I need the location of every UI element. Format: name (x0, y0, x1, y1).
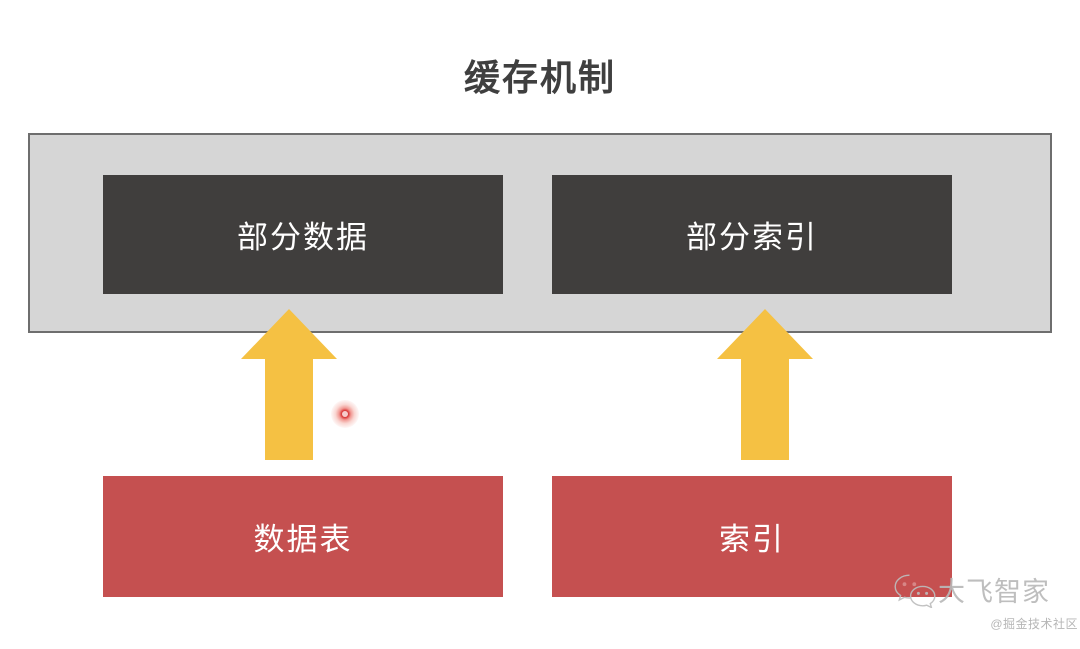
cache-box-partial-index[interactable]: 部分索引 (552, 175, 952, 294)
watermark-account-name: 大飞智家 (938, 577, 1050, 607)
watermark-row: 大飞智家 (893, 570, 1050, 609)
wechat-icon (893, 572, 937, 608)
cache-box-partial-index-label: 部分索引 (686, 220, 818, 255)
arrow-index-to-cache-icon (717, 309, 813, 460)
storage-box-index[interactable]: 索引 (552, 476, 952, 597)
arrow-data-to-cache-icon (241, 309, 337, 460)
storage-box-data-table-label: 数据表 (253, 522, 353, 557)
storage-box-index-label: 索引 (719, 522, 785, 557)
storage-box-data-table[interactable]: 数据表 (103, 476, 503, 597)
cache-box-partial-data-label: 部分数据 (237, 220, 369, 255)
watermark-source: @掘金技术社区 (990, 617, 1078, 631)
cache-box-partial-data[interactable]: 部分数据 (103, 175, 503, 294)
page-title: 缓存机制 (463, 57, 616, 98)
watermark: 大飞智家 @掘金技术社区 (893, 568, 1080, 649)
click-indicator-icon (331, 400, 359, 428)
